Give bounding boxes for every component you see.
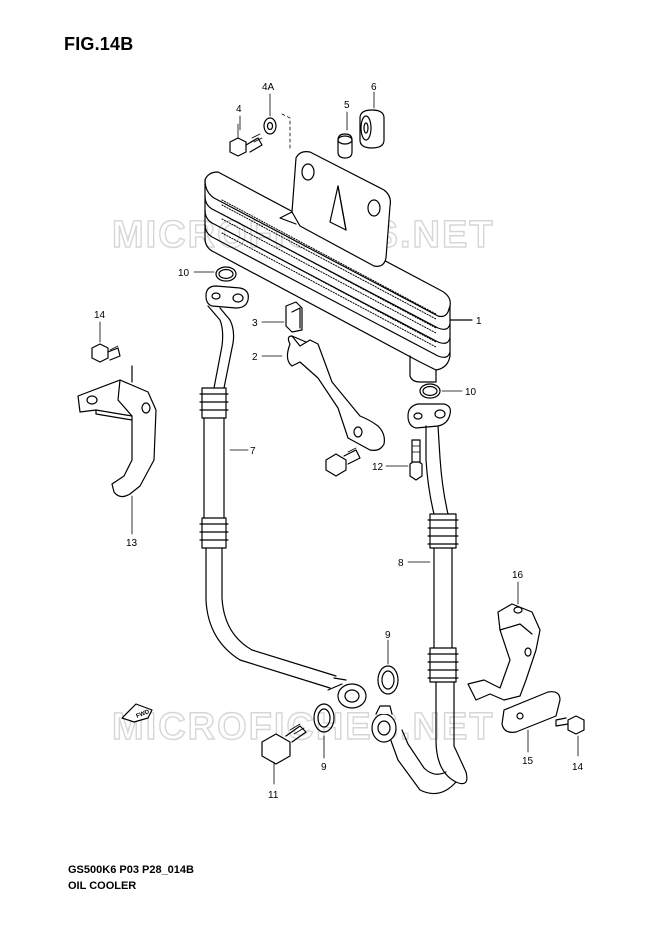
figure-title: FIG.14B [64,34,134,54]
callout-6: 6 [371,82,377,93]
cushion-6 [359,109,385,149]
forward-arrow-icon [121,703,153,723]
pipe-8-upper [407,403,451,515]
gasket-10-lower [419,383,441,399]
washer-4a [263,117,277,135]
callout-14-right: 14 [572,762,584,773]
gasket-9-upper [377,665,399,695]
bolt-12 [409,439,423,481]
diagram-code: GS500K6 P03 P28_014B [68,864,194,876]
diagram-name: OIL COOLER [68,880,137,892]
bracket-bolt [325,447,361,477]
gasket-10-upper [215,266,237,282]
hose-8 [371,513,468,795]
pipe-7-upper [205,285,249,389]
bolt-14-left [91,343,121,363]
callout-13: 13 [126,538,138,549]
gasket-9-lower [313,703,335,733]
callout-1: 1 [476,316,482,327]
callout-4: 4 [236,104,242,115]
forward-badge-label: FWD [136,709,152,720]
oil-cooler-core [204,151,451,383]
callout-15: 15 [522,756,534,767]
callout-9-upper: 9 [385,630,391,641]
bolt-4 [229,123,263,157]
callout-7: 7 [250,446,256,457]
callout-11: 11 [268,790,279,801]
bolt-14-right [555,715,585,757]
callout-10-lower: 10 [465,387,477,398]
collar-5 [337,133,353,159]
hose-7 [199,387,367,709]
callout-8: 8 [398,558,404,569]
callout-5: 5 [344,100,350,111]
bracket-16 [467,603,541,701]
callout-4a: 4A [262,82,275,93]
clamp-15 [501,691,561,733]
callout-14-left: 14 [94,310,106,321]
callout-10-upper: 10 [178,268,190,279]
callout-2: 2 [252,352,258,363]
callout-16: 16 [512,570,524,581]
callout-12: 12 [372,462,384,473]
callout-3: 3 [252,318,258,329]
union-bolt-11 [261,723,307,785]
watermark-bottom: MICROFICHES.NET [112,706,495,748]
bracket-2 [286,335,385,451]
clamp-3 [285,301,303,333]
bracket-13 [77,365,157,498]
callout-9-lower: 9 [321,762,327,773]
